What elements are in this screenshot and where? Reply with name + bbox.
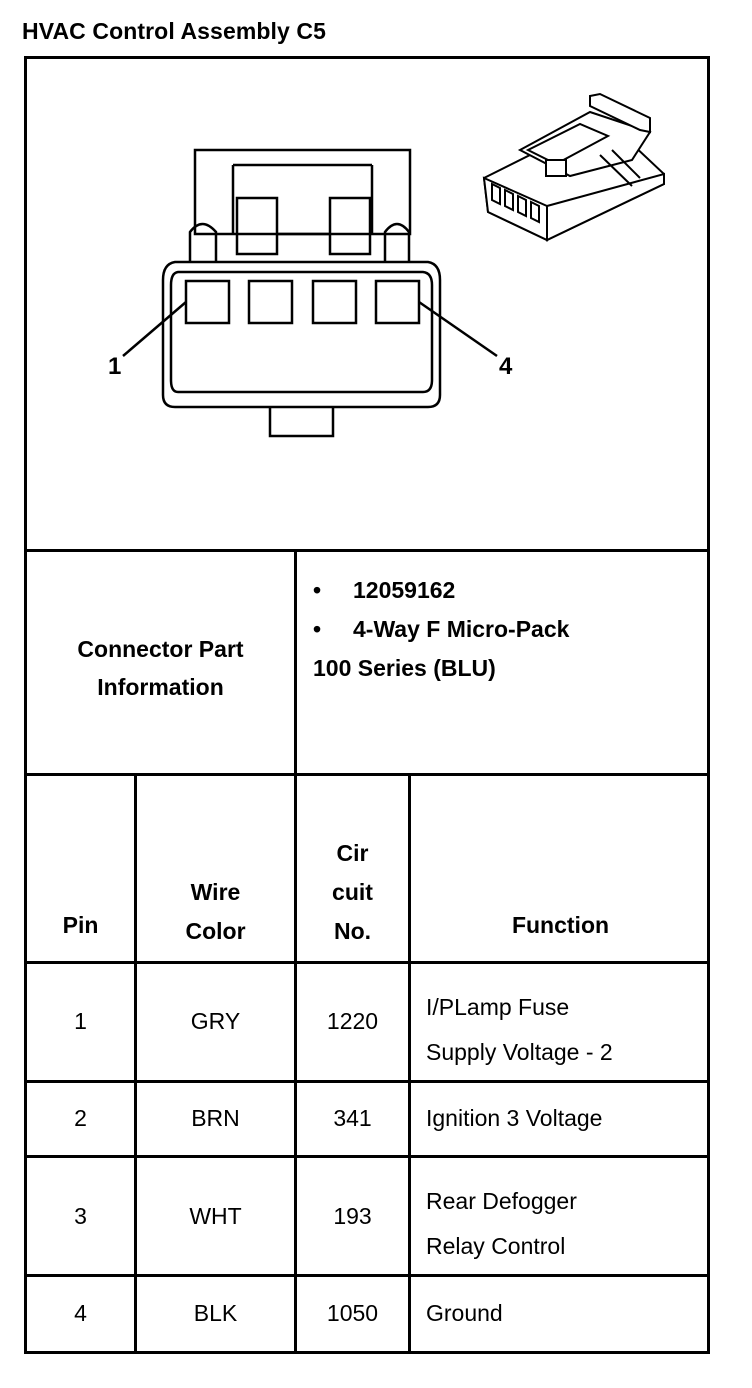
pin-label-4: 4 <box>499 353 513 380</box>
table-row-1-function-line2: Supply Voltage - 2 <box>426 1039 613 1065</box>
table-row-3-circuit: 193 <box>333 1203 372 1229</box>
connector-key <box>268 407 335 438</box>
connector-latch <box>193 148 412 256</box>
connector-description: 4-Way F Micro-Pack <box>353 616 570 642</box>
header-circuit-line1: Cir <box>336 840 369 866</box>
connector-isometric-view <box>482 92 665 242</box>
pin-cavity-4 <box>374 279 421 325</box>
page-title: HVAC Control Assembly C5 <box>22 18 327 44</box>
table-row-3-function-line1: Rear Defogger <box>426 1188 577 1214</box>
divider <box>408 773 411 1354</box>
connector-info-description-row: • 4-Way F Micro-Pack <box>313 610 569 649</box>
pin-cavity-3 <box>311 279 358 325</box>
table-row-1-function: I/PLamp Fuse Supply Voltage - 2 <box>426 985 613 1075</box>
bullet: • <box>313 577 322 603</box>
table-row-3-function: Rear Defogger Relay Control <box>426 1179 577 1269</box>
divider <box>24 961 710 964</box>
connector-info-details: • 12059162 • 4-Way F Micro-Pack 100 Series… <box>313 571 569 688</box>
table-row-2-pin: 2 <box>74 1105 87 1131</box>
pin-cavity-1 <box>184 279 231 325</box>
table-row-4-pin: 4 <box>74 1300 87 1326</box>
header-wire-color: Wire Color <box>137 873 294 951</box>
connector-tab-left <box>188 222 218 262</box>
divider <box>24 1155 710 1158</box>
table-row-3-wire: WHT <box>189 1203 242 1229</box>
table-row-4-function: Ground <box>426 1300 503 1326</box>
table-row-1-wire: GRY <box>190 1008 241 1034</box>
divider <box>24 1080 710 1083</box>
pin-cavity-2 <box>247 279 294 325</box>
header-circuit-line3: No. <box>333 918 372 944</box>
pin-4-leader-line <box>418 300 498 358</box>
bullet: • <box>313 616 322 642</box>
divider <box>294 549 297 1354</box>
header-wire-line1: Wire <box>190 879 241 905</box>
header-wire-line2: Color <box>185 918 246 944</box>
connector-housing-inner <box>169 270 434 394</box>
table-row-2-circuit: 341 <box>333 1105 372 1131</box>
table-row-1-function-line1: I/PLamp Fuse <box>426 994 570 1020</box>
connector-info-part-number-row: • 12059162 <box>313 571 569 610</box>
header-function: Function <box>511 912 610 938</box>
table-row-4-circuit: 1050 <box>326 1300 379 1326</box>
divider <box>24 549 710 552</box>
connector-housing-outer <box>161 260 442 409</box>
table-row-3-function-line2: Relay Control <box>426 1233 566 1259</box>
connector-table-frame <box>24 56 710 1354</box>
divider <box>24 1274 710 1277</box>
connector-info-label: Connector Part Information <box>27 630 294 706</box>
divider <box>134 773 137 1354</box>
connector-tab-right <box>383 222 411 262</box>
connector-info-label-line2: Information <box>97 674 224 700</box>
pin-1-leader-line <box>122 301 187 357</box>
header-pin: Pin <box>62 912 99 938</box>
table-row-4-wire: BLK <box>193 1300 238 1326</box>
header-circuit-line2: cuit <box>332 879 373 905</box>
table-row-1-circuit: 1220 <box>326 1008 379 1034</box>
table-row-2-function: Ignition 3 Voltage <box>426 1105 603 1131</box>
table-row-1-pin: 1 <box>74 1008 87 1034</box>
connector-diagram: 1 4 <box>108 92 665 438</box>
connector-part-number: 12059162 <box>353 577 456 603</box>
table-row-2-wire: BRN <box>191 1105 240 1131</box>
table-row-3-pin: 3 <box>74 1203 87 1229</box>
divider <box>24 773 710 776</box>
header-circuit-no: Cir cuit No. <box>297 834 408 951</box>
pin-label-1: 1 <box>108 353 121 380</box>
connector-series: 100 Series (BLU) <box>313 655 496 681</box>
connector-info-label-line1: Connector Part <box>77 636 244 662</box>
